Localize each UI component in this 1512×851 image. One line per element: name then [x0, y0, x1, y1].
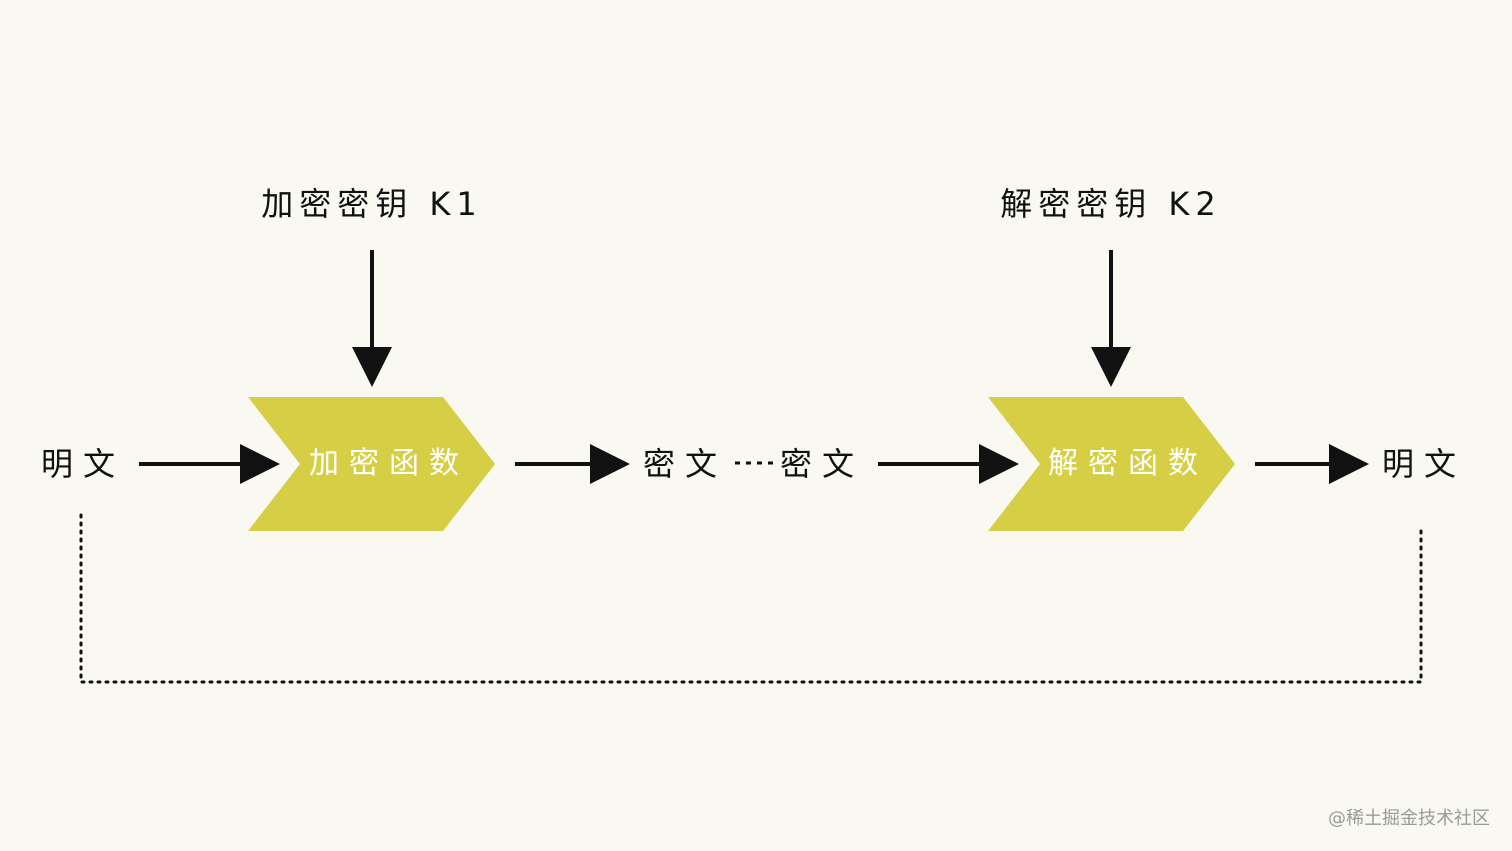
plaintext-left-label: 明文 — [40, 445, 126, 483]
decryption-function-label: 解密函数 — [1048, 446, 1208, 481]
ciphertext-left-label: 密文 — [642, 445, 728, 483]
decryption-function-chevron — [988, 397, 1235, 531]
decryption-key-label: 解密密钥 K2 — [1000, 185, 1222, 223]
bottom-dotted-loop — [79, 513, 1423, 684]
encryption-function-chevron — [248, 397, 495, 531]
plaintext-right-label: 明文 — [1381, 445, 1467, 483]
watermark-text: @稀土掘金技术社区 — [1328, 808, 1490, 829]
encryption-function-label: 加密函数 — [309, 446, 469, 481]
ciphertext-right-label: 密文 — [779, 445, 865, 483]
encryption-key-label: 加密密钥 K1 — [261, 185, 483, 223]
